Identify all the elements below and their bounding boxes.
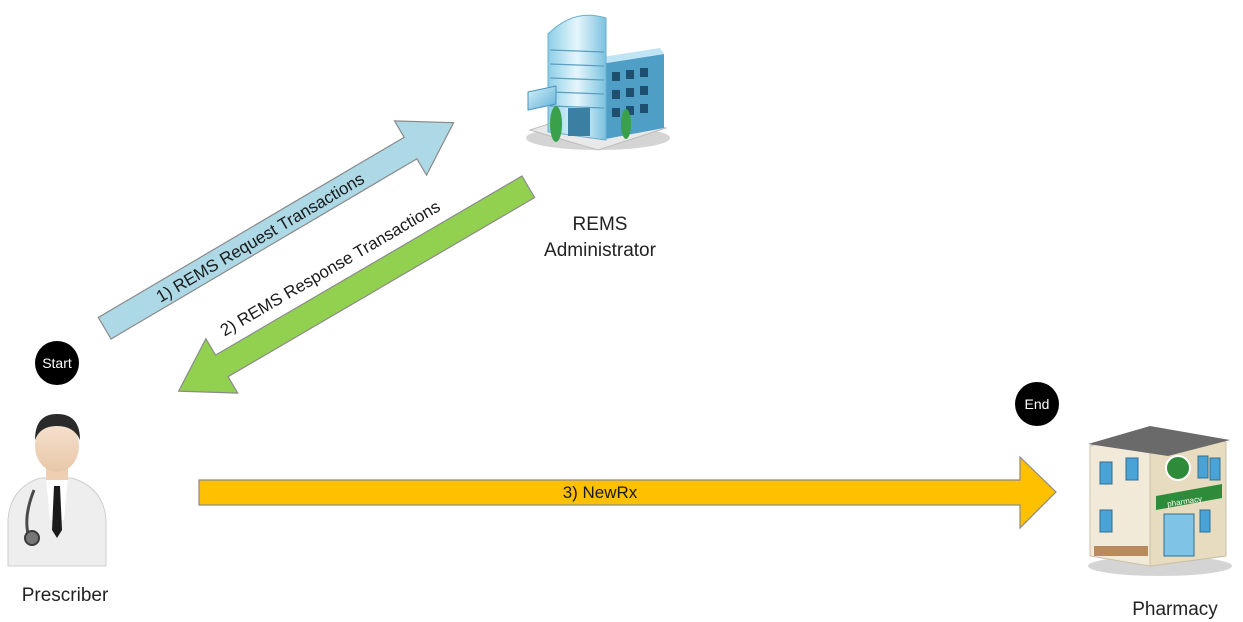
- pharmacy-label: Pharmacy: [1132, 599, 1218, 620]
- admin-label: REMS Administrator: [530, 212, 670, 264]
- response-arrow-shape: [177, 175, 536, 394]
- response-arrow: [177, 175, 536, 394]
- admin-label-line1: REMS: [572, 214, 628, 235]
- newrx-arrow-label: 3) NewRx: [563, 483, 638, 502]
- doctor-icon: [7, 414, 107, 567]
- prescriber-label: Prescriber: [21, 585, 109, 606]
- newrx-arrow-shape: [198, 455, 1057, 530]
- newrx-arrow: 3) NewRx: [198, 455, 1057, 530]
- office-building-icon: [526, 14, 670, 151]
- start-badge: Start: [35, 341, 79, 385]
- pharmacy-building-icon: pharmacy: [1088, 426, 1232, 576]
- admin-label-line2: Administrator: [544, 240, 656, 261]
- end-badge: End: [1015, 382, 1059, 426]
- request-arrow-shape: [97, 120, 455, 340]
